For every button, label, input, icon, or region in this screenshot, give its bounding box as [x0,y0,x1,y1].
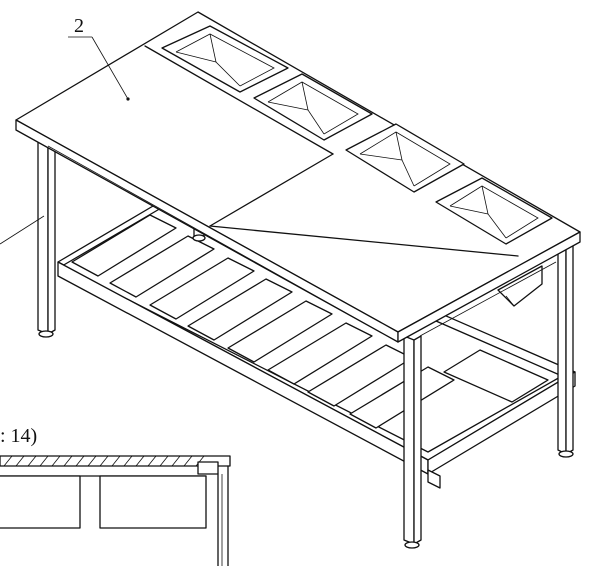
shelf-slats [71,214,549,429]
sink-openings [161,25,553,245]
part-callout: 2 [68,15,130,101]
table-legs [37,139,574,549]
left-leader [0,215,45,245]
section-label: : 14) [0,425,37,447]
section-hatching [3,455,205,467]
section-view: : 14) [0,425,231,566]
part-number-label: 2 [74,15,84,37]
tabletop [15,11,581,343]
